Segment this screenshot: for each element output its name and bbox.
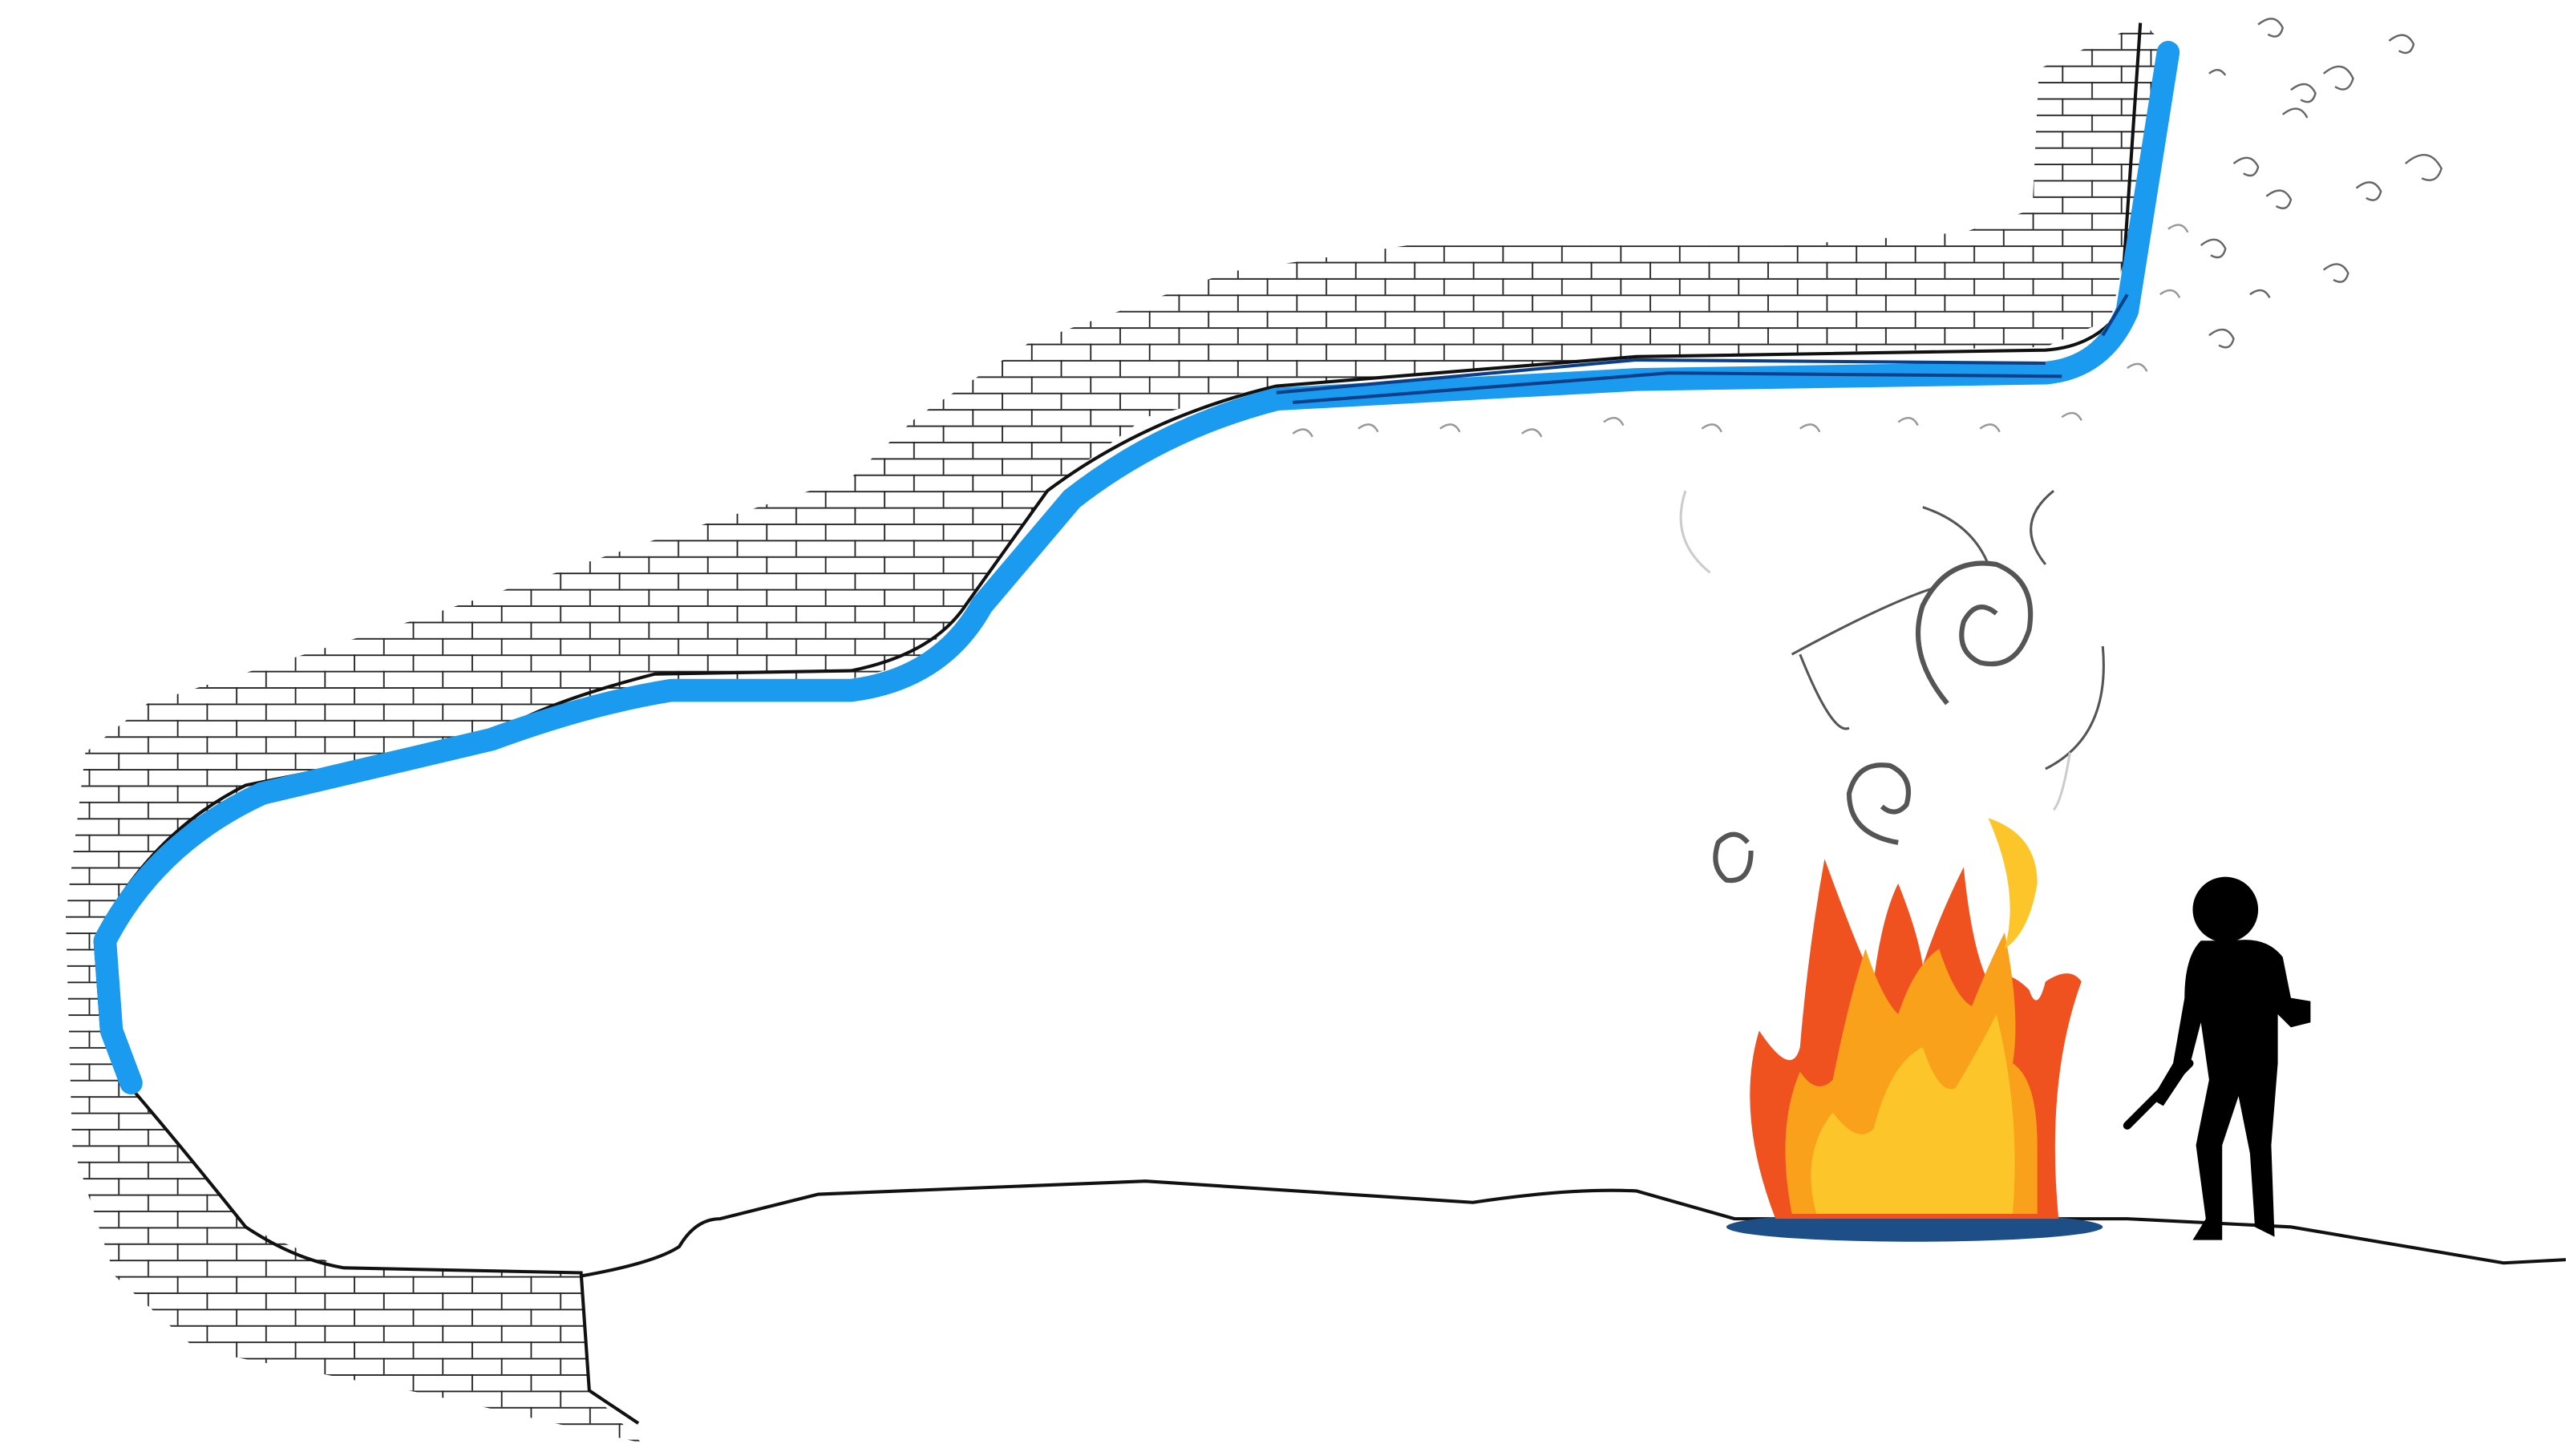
flame-inner [1811,1014,2015,1215]
swirl-small [1713,831,1754,884]
stream-dark-streaks [1276,293,2129,404]
ground-line [581,1179,2566,1278]
cave-outline [93,22,2143,1425]
flame-tip [1988,818,2038,949]
campfire [1726,818,2103,1242]
smoke-wisp-faint [1679,490,2071,811]
human-silhouette [2123,876,2311,1240]
fire-base [1726,1211,2103,1242]
debris-swirls [1292,18,2443,438]
silhouette-head [2192,876,2259,943]
silhouette-stick [2123,1059,2194,1130]
swirl-mid [1846,762,1911,845]
smoke-wisp [1791,489,2105,770]
swirl-large [1916,560,2034,706]
blue-stream [93,41,2180,1095]
smoke-swirls [1679,489,2105,884]
silhouette-body [2151,940,2311,1240]
